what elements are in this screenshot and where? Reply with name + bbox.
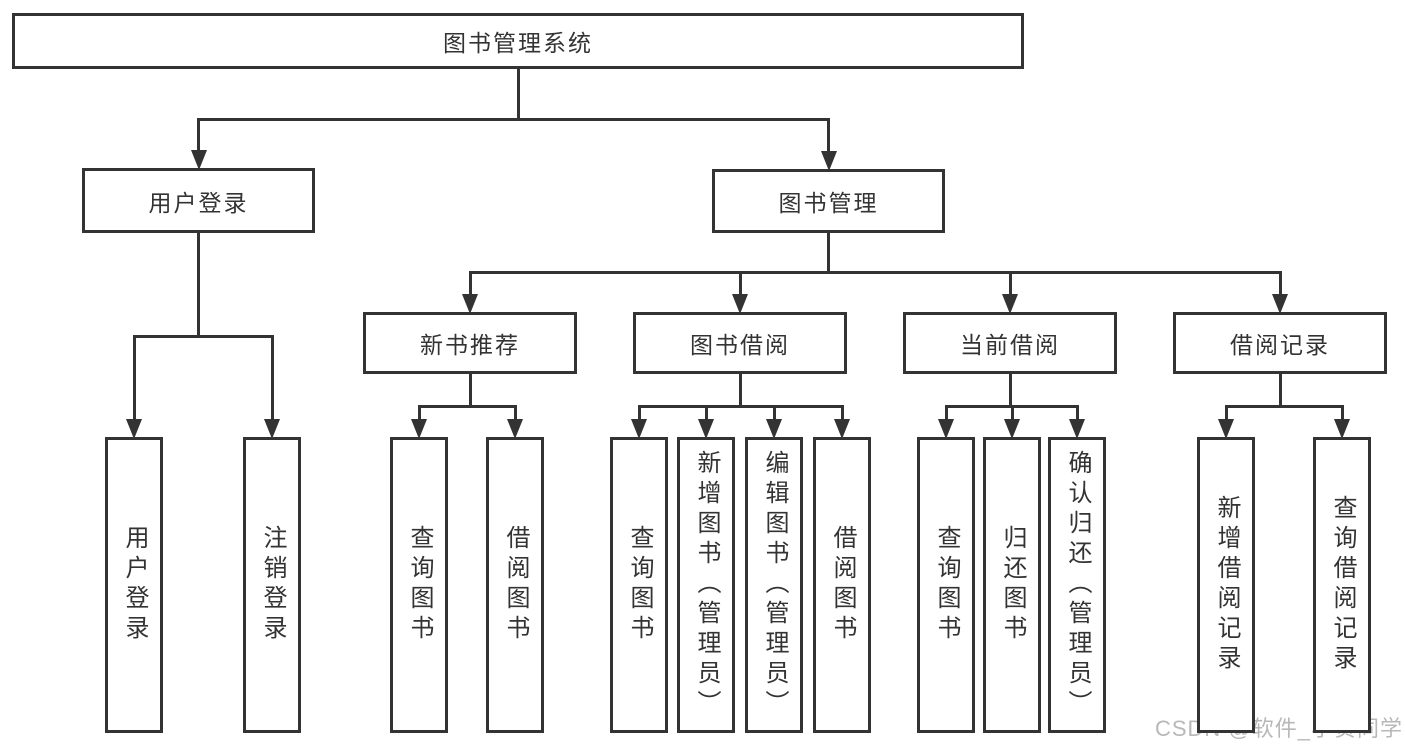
node-leaf-return-book: 归还图书	[983, 437, 1041, 733]
node-user-login: 用户登录	[82, 168, 315, 233]
connector-arrow-book-mgmt-3	[1008, 272, 1012, 296]
connector-stem-book-borrow	[738, 374, 742, 408]
arrow-down-icon	[126, 419, 142, 439]
node-label-leaf-add-book: 新增图书（管理员）	[693, 450, 720, 720]
node-label-leaf-borrow-book-1: 借阅图书	[502, 525, 529, 645]
connector-arrow-new-book-rec-1	[417, 406, 421, 421]
node-leaf-add-book: 新增图书（管理员）	[677, 437, 735, 733]
node-label-current-borrow: 当前借阅	[960, 332, 1060, 358]
connector-arrow-current-borrow-2	[1010, 406, 1014, 421]
node-label-leaf-query-borrow-record: 查询借阅记录	[1329, 495, 1356, 675]
node-label-leaf-query-book-2: 查询图书	[626, 525, 653, 645]
connector-arrow-user-login-2	[270, 336, 274, 421]
arrow-down-icon	[732, 294, 748, 314]
node-book-borrow: 图书借阅	[633, 312, 847, 374]
node-leaf-query-book-2: 查询图书	[610, 437, 668, 733]
arrow-down-icon	[631, 419, 647, 439]
node-root: 图书管理系统	[12, 13, 1024, 69]
node-label-root: 图书管理系统	[443, 30, 593, 56]
arrow-down-icon	[1002, 294, 1018, 314]
node-label-book-mgmt: 图书管理	[778, 190, 879, 216]
arrow-down-icon	[462, 294, 478, 314]
connector-arrow-book-mgmt-4	[1278, 272, 1282, 296]
node-current-borrow: 当前借阅	[903, 312, 1117, 374]
node-label-leaf-return-book: 归还图书	[999, 525, 1026, 645]
connector-arrow-root-1	[197, 119, 200, 152]
connector-arrow-current-borrow-1	[944, 406, 948, 421]
arrow-down-icon	[507, 419, 523, 439]
connector-arrow-root-2	[827, 119, 830, 153]
connector-arrow-current-borrow-3	[1075, 406, 1079, 421]
node-borrow-record: 借阅记录	[1173, 312, 1387, 374]
node-leaf-logout: 注销登录	[243, 437, 301, 733]
connector-bus-book-borrow	[637, 404, 844, 408]
node-label-borrow-record: 借阅记录	[1230, 332, 1330, 358]
node-book-mgmt: 图书管理	[712, 169, 945, 233]
connector-arrow-book-mgmt-1	[468, 272, 472, 296]
arrow-down-icon	[766, 419, 782, 439]
node-leaf-user-login: 用户登录	[105, 437, 163, 733]
connector-stem-new-book-rec	[468, 374, 472, 408]
node-label-leaf-query-book-3: 查询图书	[933, 525, 960, 645]
node-new-book-rec: 新书推荐	[363, 312, 577, 374]
connector-bus-book-mgmt	[468, 270, 1282, 274]
node-label-user-login: 用户登录	[148, 189, 249, 216]
node-leaf-add-borrow-record: 新增借阅记录	[1197, 437, 1255, 733]
connector-stem-user-login	[197, 233, 200, 338]
node-label-book-borrow: 图书借阅	[690, 332, 790, 358]
connector-stem-current-borrow	[1008, 374, 1012, 408]
node-leaf-query-book-1: 查询图书	[390, 437, 448, 733]
connector-arrow-borrow-record-2	[1340, 406, 1344, 421]
arrow-down-icon	[190, 150, 207, 170]
arrow-down-icon	[1218, 419, 1234, 439]
arrow-down-icon	[820, 151, 837, 171]
node-leaf-confirm-return: 确认归还（管理员）	[1048, 437, 1106, 733]
arrow-down-icon	[1069, 419, 1085, 439]
node-leaf-borrow-book-2: 借阅图书	[813, 437, 871, 733]
arrow-down-icon	[698, 419, 714, 439]
connector-arrow-new-book-rec-2	[513, 406, 517, 421]
connector-bus-new-book-rec	[417, 404, 517, 408]
connector-bus-root	[197, 117, 830, 121]
connector-arrow-user-login-1	[132, 336, 136, 421]
connector-bus-user-login	[132, 334, 274, 338]
arrow-down-icon	[411, 419, 427, 439]
node-label-leaf-query-book-1: 查询图书	[406, 525, 433, 645]
node-label-leaf-confirm-return: 确认归还（管理员）	[1064, 450, 1091, 720]
connector-arrow-book-borrow-2	[704, 406, 708, 421]
arrow-down-icon	[264, 419, 280, 439]
connector-arrow-book-mgmt-2	[738, 272, 742, 296]
connector-arrow-book-borrow-1	[637, 406, 641, 421]
connector-bus-borrow-record	[1224, 404, 1344, 408]
connector-arrow-book-borrow-3	[772, 406, 776, 421]
node-leaf-borrow-book-1: 借阅图书	[486, 437, 544, 733]
node-label-leaf-user-login: 用户登录	[121, 525, 148, 645]
connector-stem-root	[516, 69, 520, 121]
connector-arrow-book-borrow-4	[840, 406, 844, 421]
connector-stem-borrow-record	[1278, 374, 1282, 408]
node-leaf-query-book-3: 查询图书	[917, 437, 975, 733]
node-label-leaf-logout: 注销登录	[259, 525, 286, 645]
arrow-down-icon	[1334, 419, 1350, 439]
node-label-leaf-add-borrow-record: 新增借阅记录	[1213, 495, 1240, 675]
arrow-down-icon	[1004, 419, 1020, 439]
node-label-leaf-borrow-book-2: 借阅图书	[829, 525, 856, 645]
connector-arrow-borrow-record-1	[1224, 406, 1228, 421]
node-label-new-book-rec: 新书推荐	[420, 332, 520, 358]
node-leaf-query-borrow-record: 查询借阅记录	[1313, 437, 1371, 733]
arrow-down-icon	[938, 419, 954, 439]
connector-stem-book-mgmt	[827, 233, 830, 274]
node-leaf-edit-book: 编辑图书（管理员）	[745, 437, 803, 733]
node-label-leaf-edit-book: 编辑图书（管理员）	[761, 450, 788, 720]
arrow-down-icon	[834, 419, 850, 439]
arrow-down-icon	[1272, 294, 1288, 314]
